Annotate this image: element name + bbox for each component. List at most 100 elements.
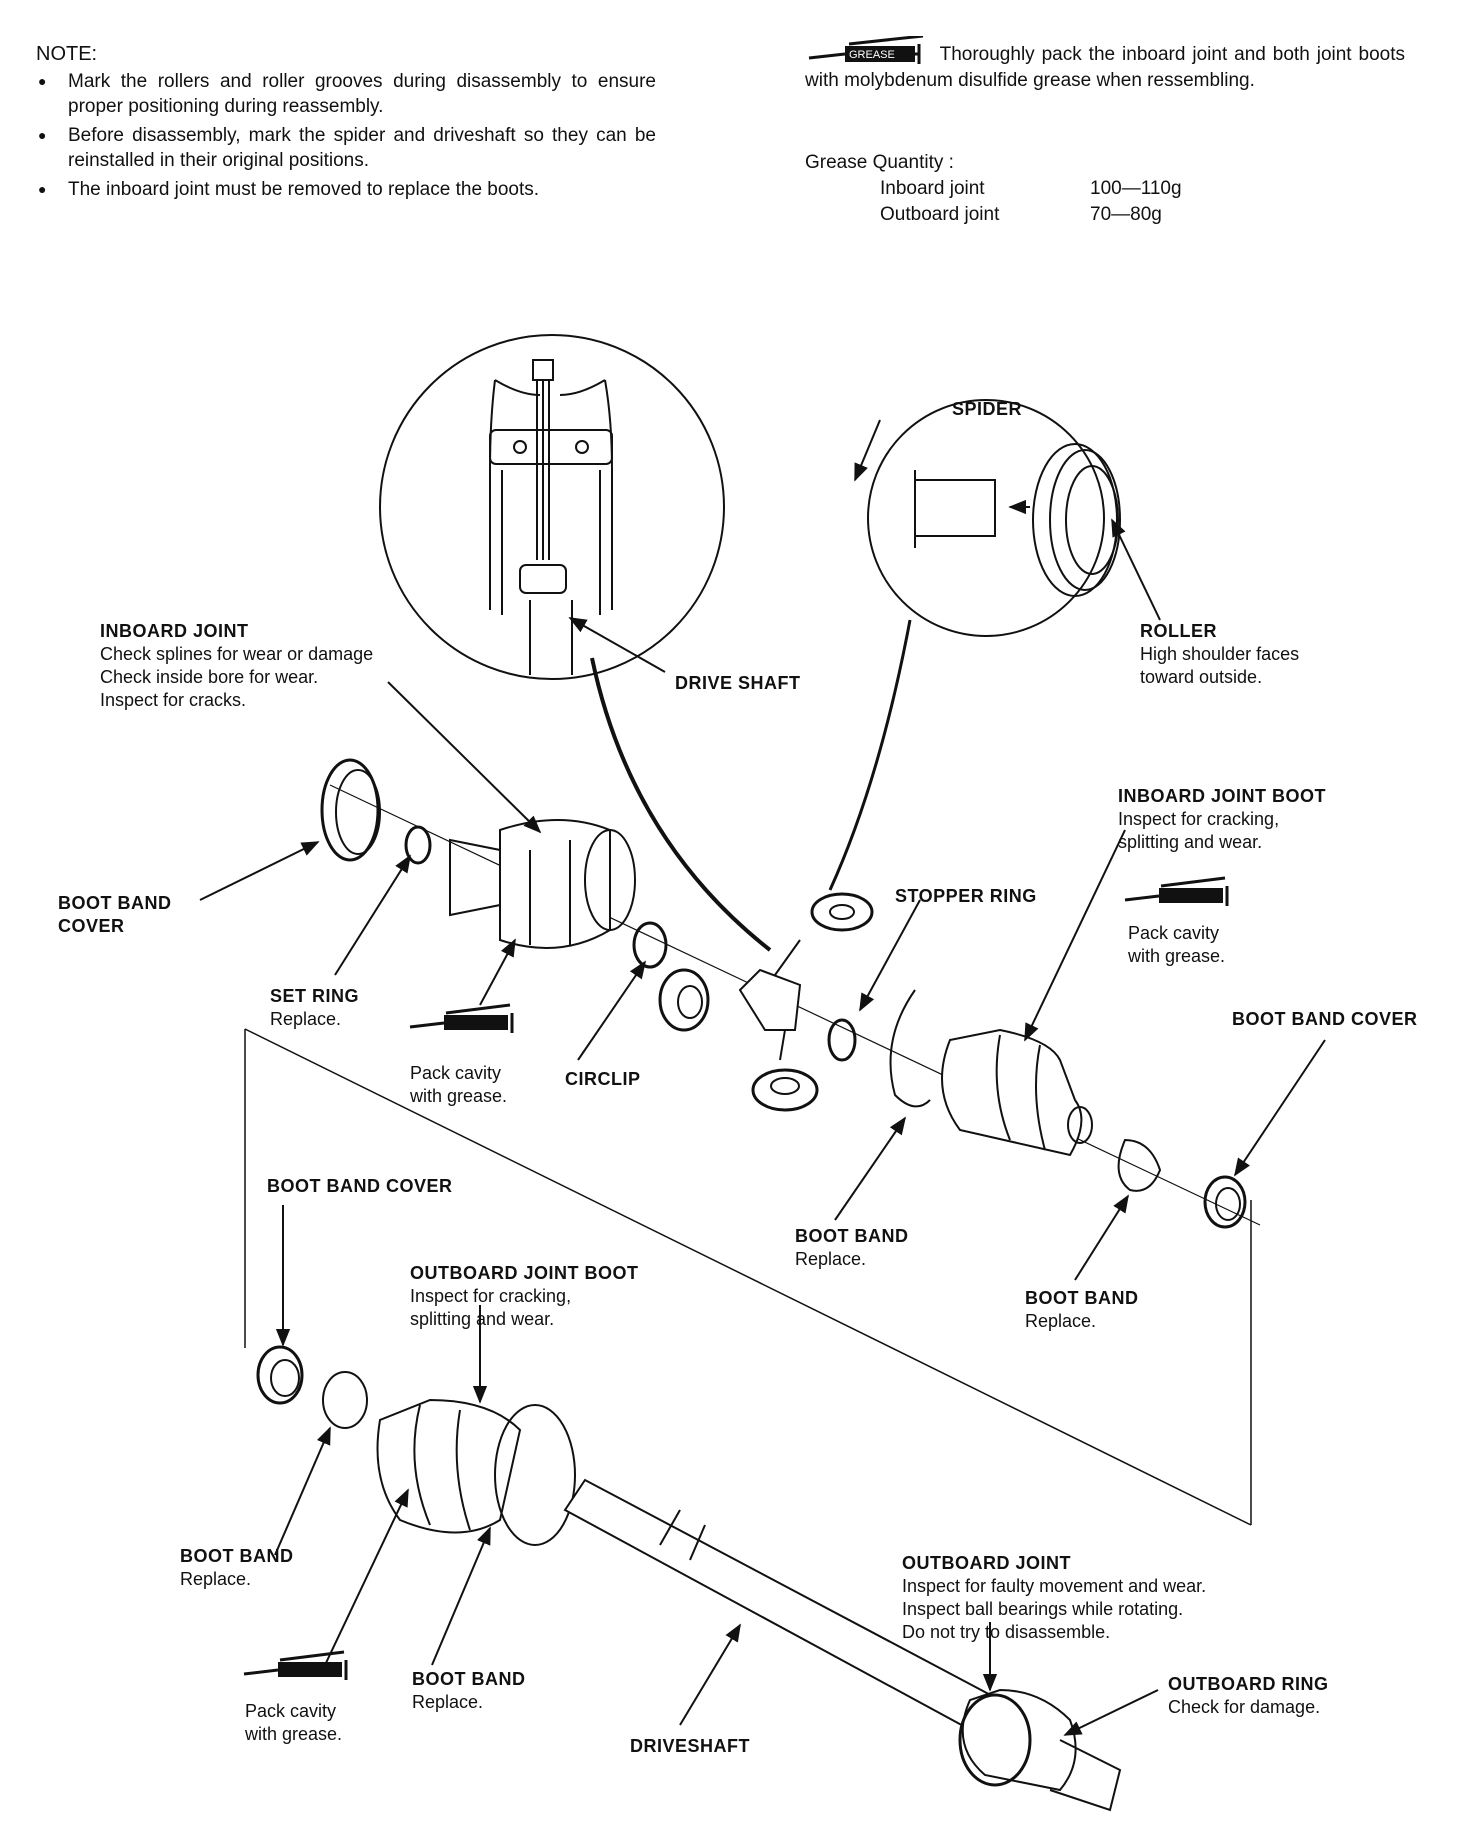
boot-band-title: BOOT BAND — [180, 1546, 294, 1566]
outboard-joint-boot-label: OUTBOARD JOINT BOOT Inspect for cracking… — [410, 1262, 639, 1331]
boot-band-cover-text: BOOT BAND COVER — [1232, 1009, 1418, 1029]
note-title: NOTE: — [36, 43, 98, 65]
outboard-joint-boot-part — [376, 1398, 522, 1534]
inboard-joint-boot-desc: Inspect for cracking, — [1118, 809, 1280, 829]
grease-quantity-row: Outboard joint 70—80g — [805, 202, 1182, 228]
roller-title: ROLLER — [1140, 621, 1217, 641]
inboard-joint-desc: Check splines for wear or damage — [100, 644, 374, 664]
pack-cavity-line: with grease. — [245, 1724, 343, 1744]
inboard-joint-desc: Inspect for cracks. — [100, 690, 247, 710]
note-item: Mark the rollers and roller grooves duri… — [36, 69, 656, 119]
inboard-joint-desc: Check inside bore for wear. — [100, 667, 319, 687]
boot-band-cover-right-part — [1203, 1175, 1247, 1229]
note-item: The inboard joint must be removed to rep… — [36, 177, 656, 202]
outboard-ring-title: OUTBOARD RING — [1168, 1674, 1329, 1694]
grease-gun-icon — [1124, 876, 1229, 906]
pack-cavity-line: with grease. — [410, 1086, 508, 1106]
spider-part — [738, 939, 802, 1061]
boot-band-title: BOOT BAND — [412, 1669, 526, 1689]
stopper-ring-part — [827, 1018, 857, 1062]
inboard-joint-label: INBOARD JOINT Check splines for wear or … — [100, 620, 373, 712]
grease-icon-label: GREASE — [849, 49, 895, 61]
roller-desc: toward outside. — [1140, 667, 1263, 687]
puller-tool-detail — [379, 334, 725, 680]
boot-band-desc: Replace. — [795, 1249, 867, 1269]
driveshaft-text: DRIVESHAFT — [630, 1736, 751, 1756]
inboard-joint-boot-label: INBOARD JOINT BOOT Inspect for cracking,… — [1118, 785, 1326, 854]
boot-band-label-right: BOOT BAND Replace. — [1025, 1287, 1139, 1333]
grease-row-name: Outboard joint — [880, 204, 1000, 225]
inboard-joint-part — [449, 819, 636, 949]
boot-band-cover-line: COVER — [58, 916, 125, 936]
grease-row-value: 70—80g — [1090, 204, 1162, 225]
outboard-joint-label: OUTBOARD JOINT Inspect for faulty moveme… — [902, 1552, 1206, 1644]
boot-band-cover-text: BOOT BAND COVER — [267, 1176, 453, 1196]
inboard-joint-boot-part — [941, 1028, 1093, 1157]
circlip-text: CIRCLIP — [565, 1069, 641, 1089]
inboard-joint-boot-title: INBOARD JOINT BOOT — [1118, 786, 1327, 806]
pack-cavity-line: Pack cavity — [245, 1701, 337, 1721]
outboard-boot-band-large-part — [494, 1404, 576, 1546]
boot-band-desc: Replace. — [412, 1692, 484, 1712]
set-ring-label: SET RING Replace. — [270, 985, 359, 1031]
outboard-ring-label: OUTBOARD RING Check for damage. — [1168, 1673, 1329, 1719]
outboard-ring-desc: Check for damage. — [1168, 1697, 1321, 1717]
boot-band-cover-label-lower: BOOT BAND COVER — [267, 1175, 453, 1198]
pack-cavity-label: Pack cavity with grease. — [245, 1700, 342, 1746]
boot-band-cover-left — [320, 758, 381, 862]
outboard-joint-part — [958, 1688, 1122, 1812]
boot-band-cover-label-left: BOOT BAND COVER — [58, 892, 172, 938]
roller-part — [658, 892, 874, 1112]
outboard-joint-boot-desc: Inspect for cracking, — [410, 1286, 572, 1306]
outboard-joint-desc: Inspect for faulty movement and wear. — [902, 1576, 1207, 1596]
pack-cavity-line: Pack cavity — [1128, 923, 1220, 943]
outboard-boot-band-small-part — [322, 1371, 368, 1429]
set-ring-part — [404, 825, 432, 865]
grease-quantity: Grease Quantity : Inboard joint 100—110g… — [805, 150, 1182, 228]
grease-quantity-title: Grease Quantity : — [805, 152, 954, 173]
circlip-label: CIRCLIP — [565, 1068, 641, 1091]
boot-band-title: BOOT BAND — [795, 1226, 909, 1246]
note-block: NOTE: Mark the rollers and roller groove… — [36, 42, 656, 206]
outboard-joint-boot-desc: splitting and wear. — [410, 1309, 555, 1329]
set-ring-desc: Replace. — [270, 1009, 342, 1029]
boot-band-desc: Replace. — [1025, 1311, 1097, 1331]
boot-band-title: BOOT BAND — [1025, 1288, 1139, 1308]
spider-label: SPIDER — [952, 398, 1022, 421]
grease-quantity-row: Inboard joint 100—110g — [805, 176, 1182, 202]
driveshaft-label: DRIVESHAFT — [630, 1735, 750, 1758]
set-ring-title: SET RING — [270, 986, 360, 1006]
grease-gun-icon: GREASE — [805, 34, 933, 68]
boot-band-label-inboard: BOOT BAND Replace. — [795, 1225, 909, 1271]
grease-row-name: Inboard joint — [880, 178, 985, 199]
pack-cavity-line: with grease. — [1128, 946, 1226, 966]
inboard-joint-boot-desc: splitting and wear. — [1118, 832, 1263, 852]
pack-cavity-label: Pack cavity with grease. — [410, 1062, 507, 1108]
spider-label-text: SPIDER — [952, 399, 1023, 419]
outboard-joint-boot-title: OUTBOARD JOINT BOOT — [410, 1263, 639, 1283]
grease-instruction: GREASE Thoroughly pack the inboard joint… — [805, 34, 1405, 94]
note-item: Before disassembly, mark the spider and … — [36, 123, 656, 173]
stopper-ring-label: STOPPER RING — [895, 885, 1037, 908]
inboard-boot-band-part — [889, 989, 931, 1108]
pack-cavity-label: Pack cavity with grease. — [1128, 922, 1225, 968]
boot-band-cover-line: BOOT BAND — [58, 893, 172, 913]
outboard-joint-title: OUTBOARD JOINT — [902, 1553, 1071, 1573]
boot-band-label-outboard-large: BOOT BAND Replace. — [412, 1668, 526, 1714]
stopper-ring-text: STOPPER RING — [895, 886, 1037, 906]
spider-roller-detail — [867, 399, 1121, 637]
roller-desc: High shoulder faces — [1140, 644, 1300, 664]
inboard-joint-title: INBOARD JOINT — [100, 621, 249, 641]
grease-row-value: 100—110g — [1090, 178, 1182, 199]
boot-band-label-outboard-small: BOOT BAND Replace. — [180, 1545, 294, 1591]
boot-band-desc: Replace. — [180, 1569, 252, 1589]
drive-shaft-label: DRIVE SHAFT — [675, 672, 801, 695]
pack-cavity-line: Pack cavity — [410, 1063, 502, 1083]
roller-label: ROLLER High shoulder faces toward outsid… — [1140, 620, 1299, 689]
outboard-joint-desc: Do not try to disassemble. — [902, 1622, 1111, 1642]
boot-band-cover-label-right: BOOT BAND COVER — [1232, 1008, 1418, 1031]
drive-shaft-text: DRIVE SHAFT — [675, 673, 801, 693]
circlip-part — [632, 921, 668, 969]
note-list: Mark the rollers and roller grooves duri… — [36, 69, 656, 202]
